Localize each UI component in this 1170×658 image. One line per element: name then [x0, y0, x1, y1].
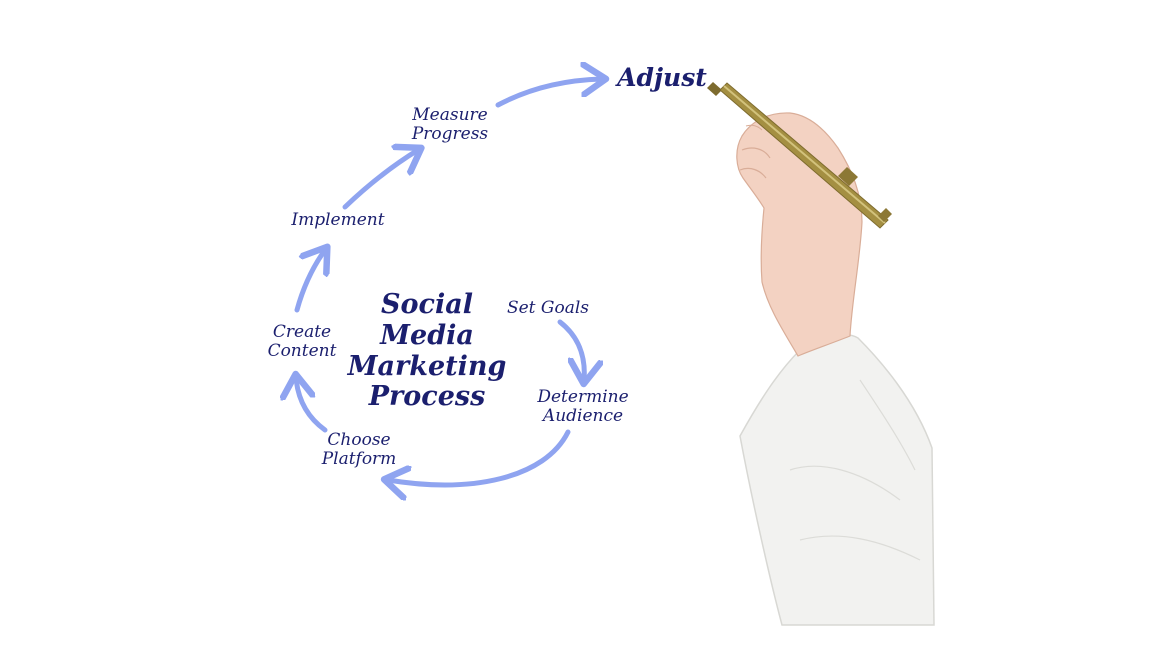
diagram-title: Social Media Marketing Process: [342, 289, 512, 413]
arrow-platform-to-content: [296, 378, 328, 433]
step-measure-progress: Measure Progress: [395, 105, 505, 145]
title-line: Social: [381, 289, 473, 320]
step-adjust: Adjust: [604, 64, 720, 92]
pen: [707, 82, 892, 229]
step-label: Set Goals: [506, 298, 590, 318]
arrow-implement-to-measure: [342, 150, 418, 210]
arrow-content-to-implement: [294, 250, 325, 313]
step-label: Content: [267, 341, 337, 362]
arrow-measure-to-adjust: [495, 79, 602, 108]
step-create-content: Create Content: [250, 322, 354, 362]
step-label: Platform: [321, 449, 397, 470]
step-label: Measure: [412, 105, 488, 125]
step-set-goals: Set Goals: [488, 298, 608, 318]
step-label: Progress: [411, 124, 489, 145]
step-label: Create: [272, 322, 332, 342]
step-label: Audience: [542, 406, 624, 427]
title-line: Process: [368, 381, 486, 413]
step-label: Choose: [327, 430, 391, 450]
step-label: Adjust: [617, 63, 707, 92]
title-line: Marketing: [347, 350, 507, 382]
sleeve: [739, 333, 935, 626]
arrow-audience-to-platform: [388, 429, 571, 485]
step-label: Determine: [537, 387, 629, 407]
step-determine-audience: Determine Audience: [518, 387, 648, 427]
title-line: Media: [380, 319, 474, 351]
step-choose-platform: Choose Platform: [302, 430, 416, 470]
step-label: Implement: [291, 210, 385, 230]
arrow-setgoals-to-audience: [557, 319, 584, 380]
step-implement: Implement: [270, 210, 406, 230]
